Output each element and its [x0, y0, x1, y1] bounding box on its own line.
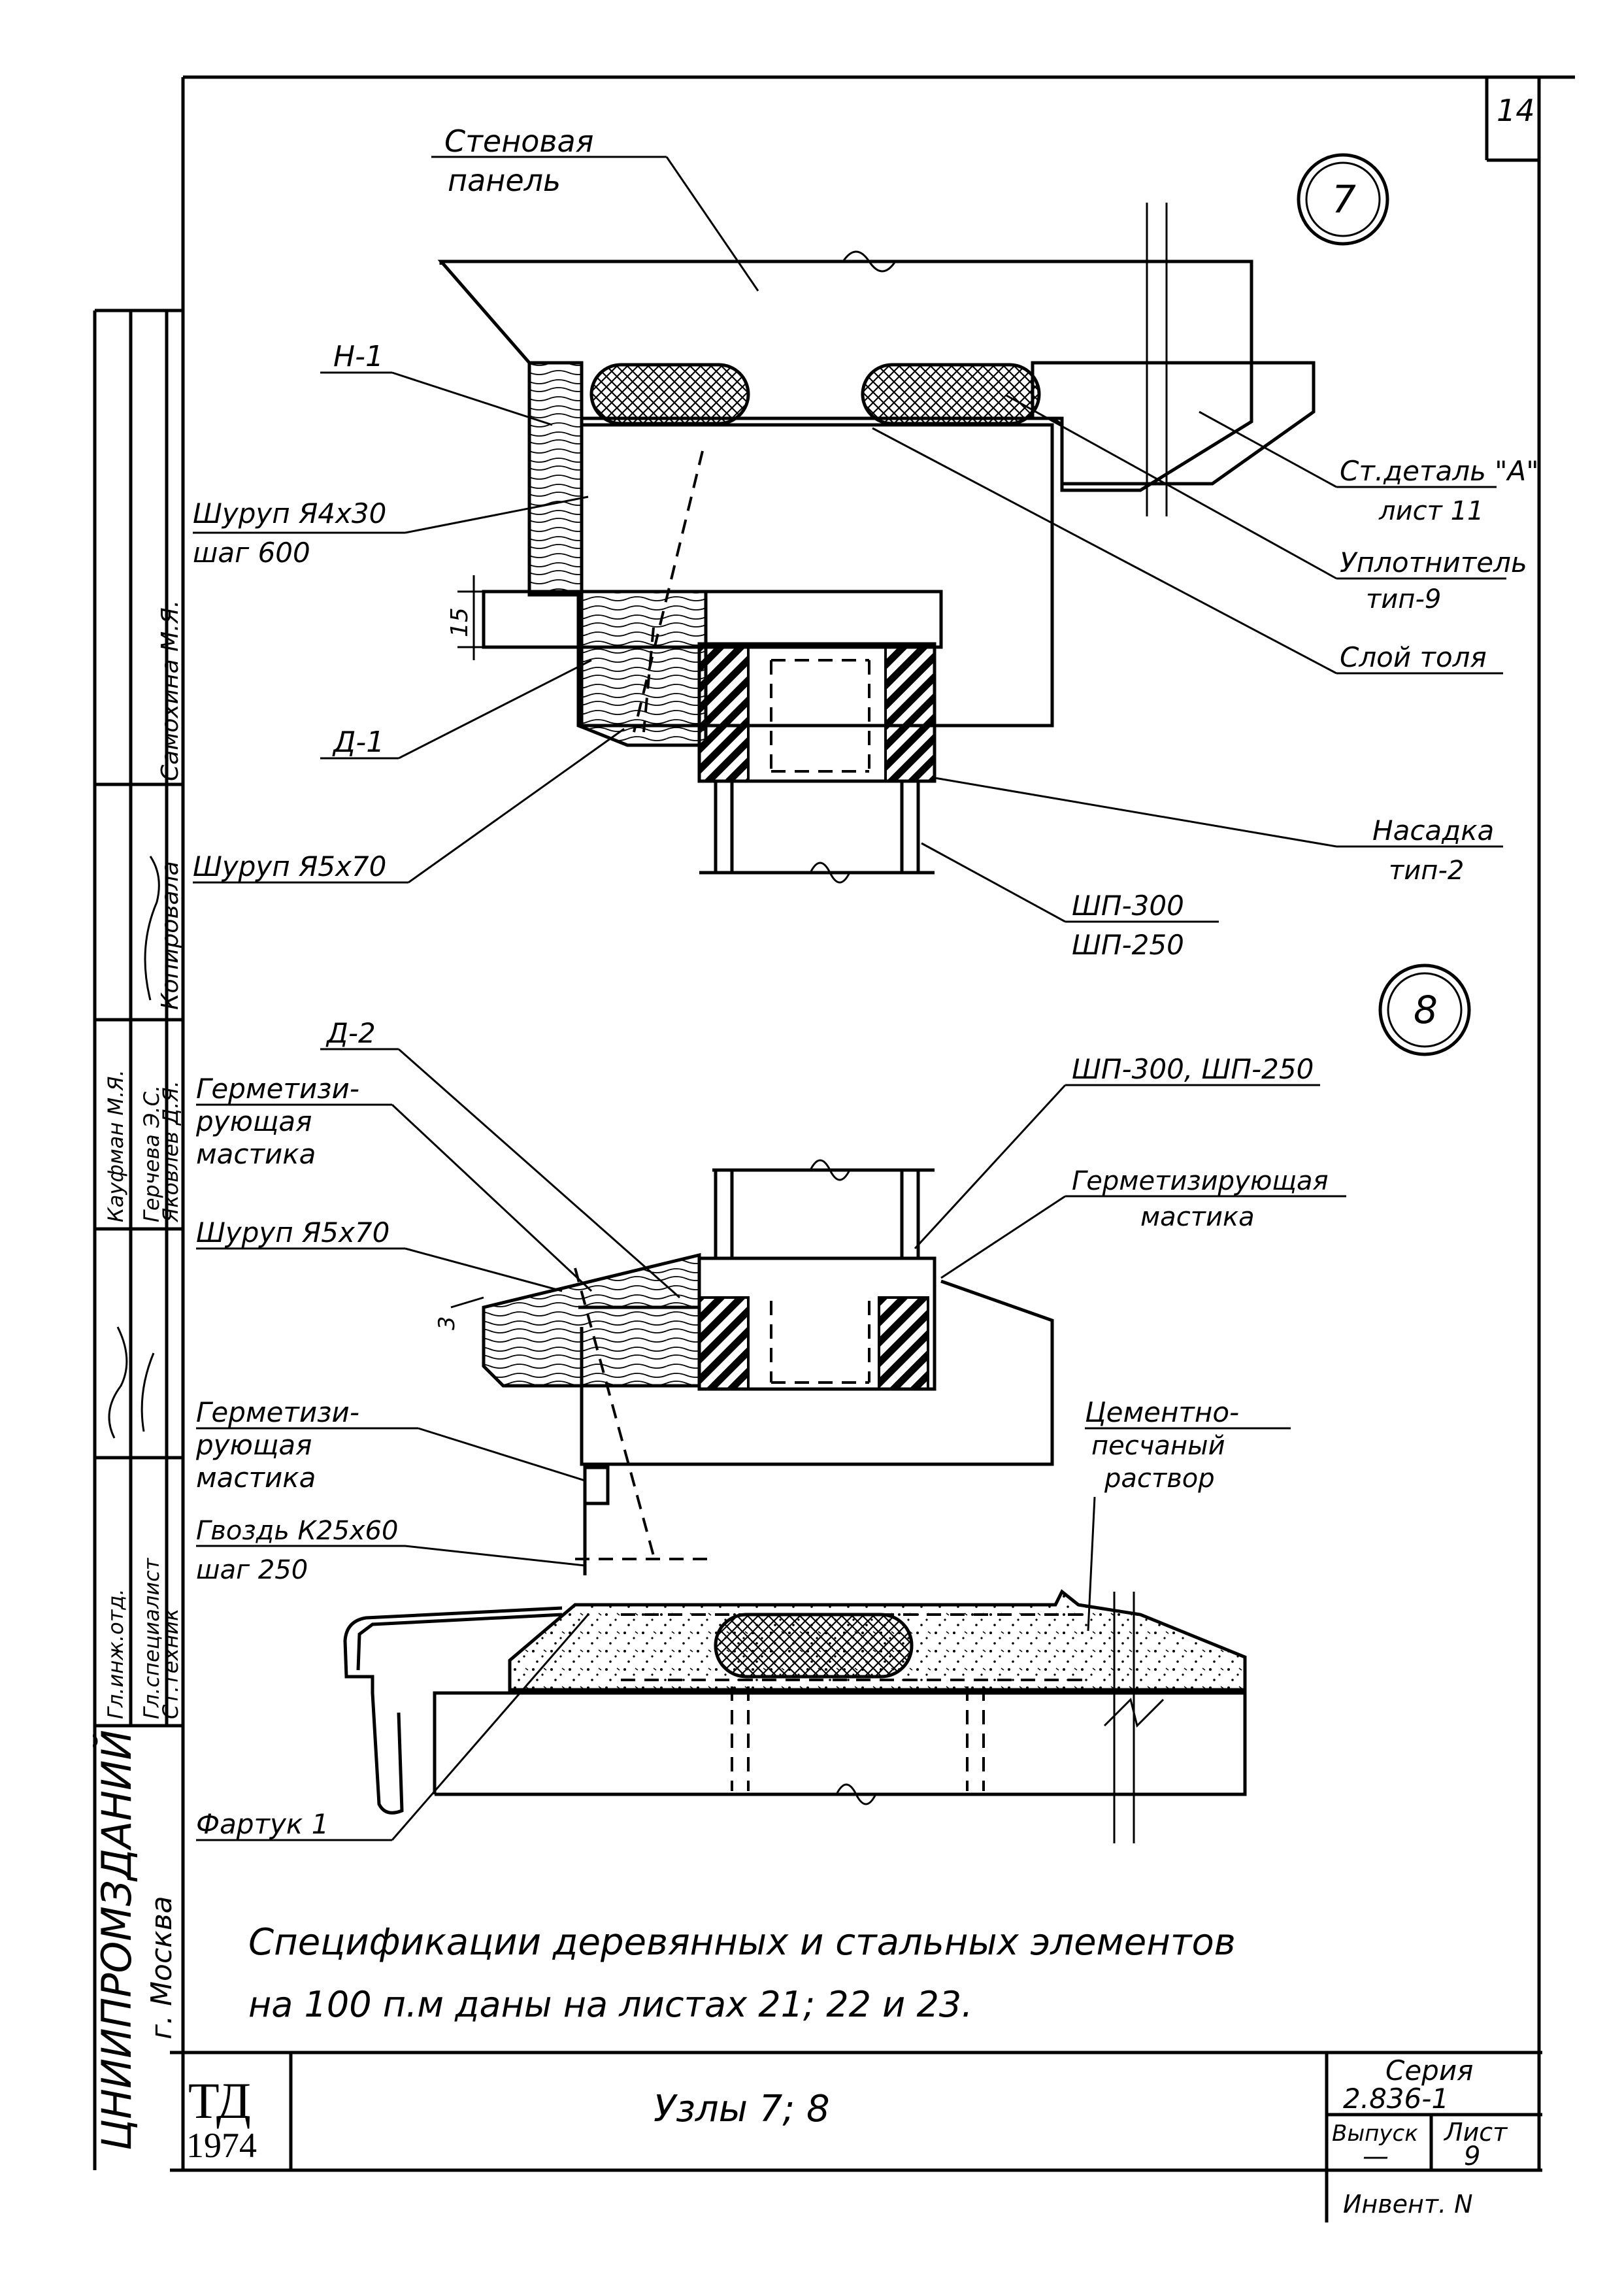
stamp-org-name: ЦНИИПРОМЗДАНИЙ	[92, 1730, 141, 2151]
label-mastic1-b: рующая	[195, 1105, 312, 1137]
node-8: 8 3	[195, 964, 1471, 1843]
stamp-name-4: Самохина М.Я.	[157, 600, 184, 781]
label-nozzle-a: Насадка	[1372, 814, 1494, 847]
sealer-8	[714, 1613, 914, 1679]
stamp-role-2: Гл.специалист	[139, 1557, 164, 1719]
label-nail-b: шаг 250	[196, 1555, 308, 1585]
timber-h1	[527, 361, 584, 597]
stamp-role-1: Гл.инж.отд.	[103, 1588, 128, 1719]
label-screw1-b: шаг 600	[193, 537, 310, 569]
sealer-left	[589, 363, 750, 426]
label-mastic2-a: Герметизи-	[196, 1396, 359, 1428]
page-number: 14	[1497, 93, 1535, 128]
label-mastic1-c: мастика	[196, 1138, 316, 1170]
dim-15: 15	[446, 607, 473, 637]
label-d1: Д-1	[332, 726, 384, 759]
label-nail-a: Гвоздь К25х60	[196, 1516, 398, 1546]
stamp-role-3: Ст.техник	[158, 1608, 183, 1719]
nozzle-left-wall	[698, 643, 750, 782]
stamp-name-2: Герчева Э.С.	[139, 1085, 164, 1222]
node-7-id: 7	[1332, 177, 1356, 222]
label-shp-8: ШП-300, ШП-250	[1072, 1053, 1314, 1085]
nozzle-8-left	[698, 1296, 750, 1390]
timber-d2	[482, 1252, 701, 1388]
title-block: ТД 1974 Узлы 7; 8 Серия 2.836-1 Выпуск —…	[170, 2051, 1542, 2222]
label-h1: Н-1	[333, 340, 384, 373]
sealer-right	[861, 363, 1041, 426]
label-d2: Д-2	[325, 1017, 376, 1049]
inventory-label: Инвент. N	[1343, 2190, 1473, 2219]
series-label: Серия	[1385, 2054, 1473, 2087]
label-st-detail-b: лист 11	[1378, 496, 1483, 526]
note-line-2: на 100 п.м даны на листах 21; 22 и 23.	[248, 1984, 972, 2025]
label-mastic2-b: рующая	[195, 1429, 312, 1461]
steel-detail-a	[1031, 361, 1316, 486]
label-sealer-a: Уплотнитель	[1340, 546, 1527, 578]
sheet-frame	[170, 75, 1575, 2172]
issue-value: —	[1363, 2141, 1389, 2171]
stamp-city: г. Москва	[145, 1896, 178, 2039]
sheet-value: 9	[1464, 2141, 1480, 2171]
label-mastic3-b: мастика	[1140, 1202, 1255, 1232]
timber-d1	[576, 590, 708, 747]
label-screw2: Шуруп Я5х70	[193, 850, 386, 882]
apron	[343, 1606, 563, 1815]
org-logo: ТД	[188, 2072, 251, 2129]
issue-label: Выпуск	[1332, 2121, 1418, 2147]
label-sealer-b: тип-9	[1366, 584, 1441, 614]
node-7: 7	[193, 124, 1539, 961]
nozzle-right-wall	[884, 643, 936, 782]
stamp-copy-role: Копировала	[157, 861, 184, 1010]
label-mastic2-c: мастика	[196, 1462, 316, 1494]
label-tol-layer: Слой толя	[1340, 641, 1487, 673]
label-wall-panel-1: Стеновая	[444, 124, 593, 159]
label-wall-panel-2: панель	[448, 163, 561, 198]
signature-1	[108, 1326, 155, 1439]
label-screw1-a: Шуруп Я4х30	[193, 497, 386, 529]
label-shp-b: ШП-250	[1072, 929, 1184, 961]
label-mastic3-a: Герметизирующая	[1072, 1166, 1329, 1196]
board	[482, 590, 943, 649]
sheet-title: Узлы 7; 8	[654, 2088, 830, 2130]
left-stamp: ЦНИИПРОМЗДАНИЙ г. Москва Гл.инж.отд. Гл.…	[92, 309, 184, 2170]
label-shp-a: ШП-300	[1072, 890, 1184, 922]
stamp-name-1: Кауфман М.Я.	[103, 1069, 128, 1222]
nozzle-8-right	[878, 1296, 929, 1390]
year: 1974	[186, 2126, 257, 2165]
label-mortar-b: песчаный	[1091, 1431, 1225, 1461]
note-line-1: Спецификации деревянных и стальных элеме…	[248, 1921, 1236, 1964]
label-screw-8: Шуруп Я5х70	[196, 1216, 389, 1249]
node-8-id: 8	[1414, 988, 1438, 1032]
signature-2	[144, 856, 160, 1001]
stamp-name-3: Яковлев Д.Я.	[158, 1081, 183, 1223]
nail	[583, 1466, 610, 1505]
sheet-label: Лист	[1443, 2118, 1508, 2147]
dim-3: 3	[434, 1316, 460, 1330]
label-mortar-c: раствор	[1104, 1464, 1215, 1494]
label-mortar-a: Цементно-	[1085, 1396, 1239, 1428]
label-mastic1-a: Герметизи-	[196, 1073, 359, 1105]
series-value: 2.836-1	[1343, 2083, 1449, 2115]
label-apron: Фартук 1	[196, 1808, 329, 1840]
label-nozzle-b: тип-2	[1389, 856, 1464, 886]
label-st-detail-a: Ст.деталь "А"	[1340, 455, 1539, 487]
